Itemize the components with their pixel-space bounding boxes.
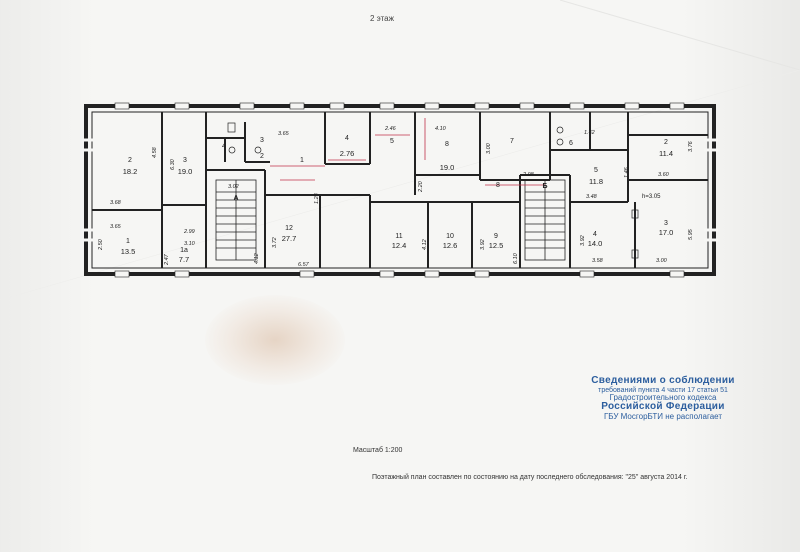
room-area: 13.5: [121, 247, 136, 256]
dimension: 2.98: [522, 172, 535, 178]
room-number: 1а: [180, 247, 188, 254]
room-number: 5: [390, 138, 394, 145]
room-area: 11.4: [659, 149, 673, 158]
dimension: 3.72: [272, 237, 278, 248]
dimension: 1.46: [624, 166, 630, 178]
room-number: 9: [494, 233, 498, 240]
room-number: 3: [183, 157, 187, 164]
room-area: 12.4: [392, 241, 407, 250]
dimension: 3.76: [688, 140, 694, 152]
dimension: 2.99: [183, 229, 195, 235]
room-number: 2: [260, 153, 264, 160]
room-number: 2: [664, 139, 668, 146]
dimension: 6.10: [513, 252, 519, 264]
room-number: 8: [445, 141, 449, 148]
dimension-labels: 4.58 6.30 3.68 3.65 2.99 3.10 2.50 2.47 …: [98, 126, 694, 268]
room-number: 3: [260, 137, 264, 144]
bti-notice-stamp: Сведениями о соблюдении требований пункт…: [578, 375, 748, 421]
dimension: 3.65: [278, 131, 290, 137]
notice-line: Градостроительного кодекса: [609, 392, 717, 402]
floor-plan-drawing: 2 3 1 1а 4 3 2 1 12 4 5 8 7 6 8 11 10 9 …: [82, 102, 718, 278]
dimension: 5.95: [688, 228, 694, 240]
dimension: 3.60: [658, 172, 670, 178]
room-area: 11.8: [589, 177, 603, 186]
scale-label: Масштаб 1:200: [353, 447, 403, 454]
dimension: 6.30: [170, 158, 176, 170]
room-number: 8: [496, 182, 500, 189]
room-number: 5: [594, 167, 598, 174]
room-numbers: 2 3 1 1а 4 3 2 1 12 4 5 8 7 6 8 11 10 9 …: [126, 135, 668, 254]
room-area: 12.5: [489, 241, 504, 250]
paper-stain: [205, 295, 345, 385]
dimension: 3.65: [110, 224, 122, 230]
room-number: 11: [395, 233, 402, 240]
dimension: 1.42: [584, 130, 595, 136]
dimension: 2.20: [418, 180, 424, 193]
dimension: 3.10: [184, 241, 196, 247]
staircase-label: Б: [542, 183, 547, 190]
room-area: 2.76: [340, 149, 355, 158]
notice-line: Сведениями о соблюдении: [591, 375, 735, 386]
dimension: 6.57: [298, 262, 310, 268]
dimension: 3.00: [656, 258, 668, 264]
dimension: 2.46: [384, 126, 397, 132]
room-number: 4: [593, 231, 597, 238]
dimension: 3.92: [480, 239, 486, 250]
room-area: 27.7: [282, 234, 297, 243]
staircase-label: А: [233, 195, 238, 202]
staircase-a: [215, 179, 257, 261]
survey-date-footer: Поэтажный план составлен по состоянию на…: [372, 474, 688, 481]
dimension: 1.28: [314, 192, 320, 204]
notice-line: требований пункта 4 части 17 статьи 51: [598, 386, 728, 394]
room-areas: 18.2 19.0 13.5 7.7 27.7 2.76 19.0 12.4 1…: [121, 149, 674, 264]
room-number: 3: [664, 220, 668, 227]
ceiling-height: h=3.05: [642, 194, 661, 200]
dimension: 4.12: [422, 239, 428, 250]
room-area: 18.2: [123, 167, 138, 176]
staircase-b: [524, 179, 566, 261]
floor-title: 2 этаж: [370, 14, 394, 23]
floor-plan: 2 3 1 1а 4 3 2 1 12 4 5 8 7 6 8 11 10 9 …: [80, 100, 720, 280]
room-area: 17.0: [659, 228, 674, 237]
room-number: 1: [300, 157, 304, 164]
room-area: 19.0: [178, 167, 193, 176]
room-area: 19.0: [440, 163, 455, 172]
room-number: 7: [510, 138, 514, 145]
room-number: 2: [128, 157, 132, 164]
room-area: 7.7: [179, 255, 189, 264]
notice-line: Российской Федерации: [601, 401, 725, 413]
dimension: 4.58: [152, 146, 158, 158]
room-number: 4: [345, 135, 349, 142]
dimension: 4.10: [435, 126, 447, 132]
dimension: 4.12: [254, 253, 260, 264]
room-number: 10: [446, 233, 454, 240]
room-number: 4: [222, 143, 226, 150]
room-number: 12: [285, 225, 293, 232]
dimension: 3.00: [486, 142, 492, 154]
room-number: 1: [126, 238, 130, 245]
room-number: 6: [569, 140, 573, 147]
room-area: 12.6: [443, 241, 458, 250]
dimension: 2.50: [98, 238, 104, 251]
dimension: 2.47: [164, 253, 170, 266]
dimension: 3.02: [228, 184, 239, 190]
dimension: 3.58: [592, 258, 604, 264]
dimension: 3.48: [586, 194, 598, 200]
notice-line: ГБУ МосгорБТИ не располагает: [603, 411, 723, 421]
room-area: 14.0: [588, 239, 603, 248]
dimension: 3.92: [580, 235, 586, 246]
dimension: 3.68: [110, 200, 122, 206]
